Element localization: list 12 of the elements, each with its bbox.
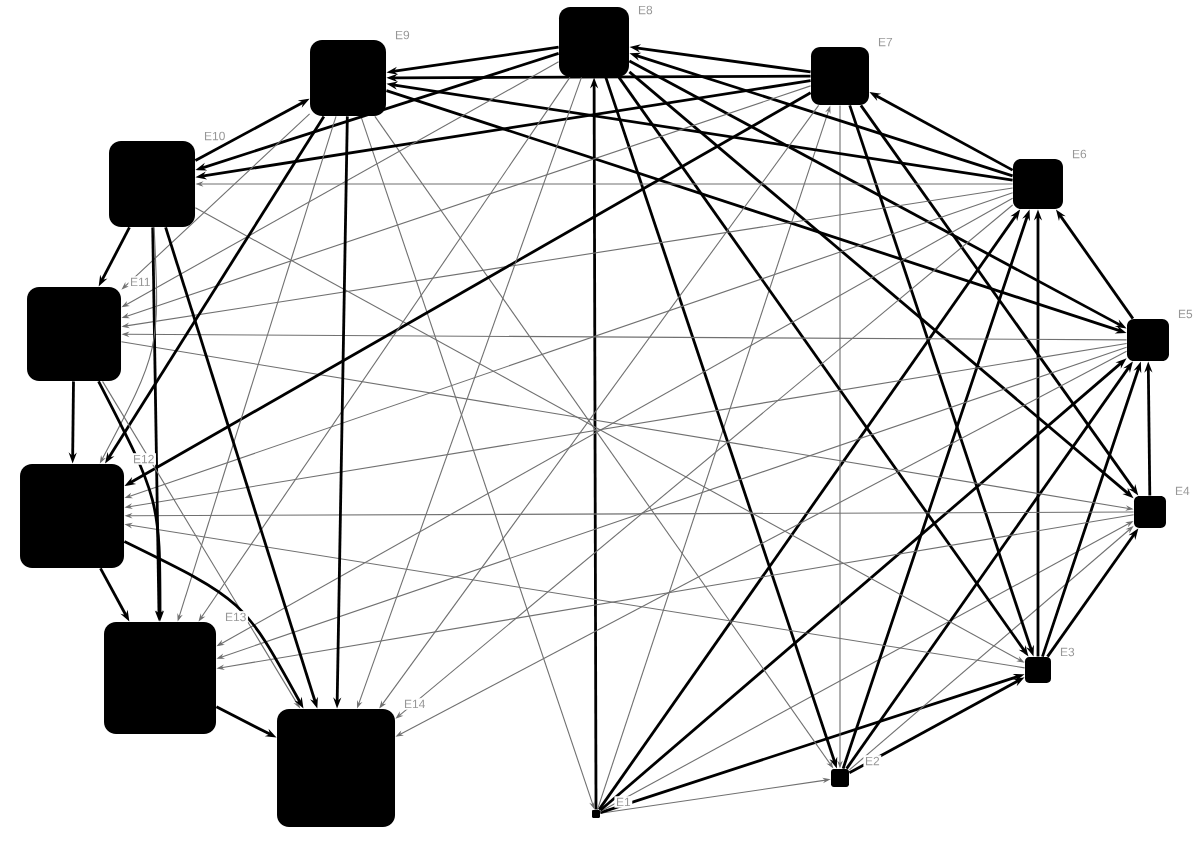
filled-square [27,287,121,381]
filled-square [811,47,869,105]
filled-square [109,141,195,227]
filled-square [1134,496,1166,528]
filled-square [1025,657,1051,683]
filled-square [310,40,386,116]
filled-square [104,622,216,734]
filled-square [559,7,629,77]
filled-square [1127,319,1169,361]
filled-square [20,464,124,568]
filled-square [1013,159,1063,209]
filled-square [277,709,395,827]
